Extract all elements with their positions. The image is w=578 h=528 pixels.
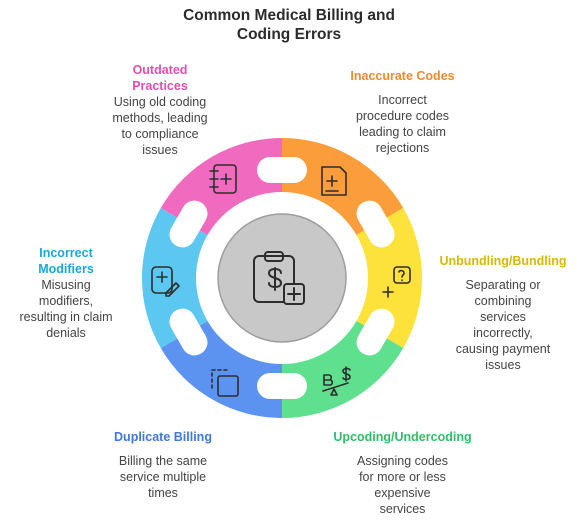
medical-document-icon bbox=[321, 166, 347, 196]
segment-notch bbox=[169, 200, 208, 248]
outdated-practices-title: Outdated Practices bbox=[132, 63, 188, 93]
unbundling-bundling-desc: Separating or combining services incorre… bbox=[455, 278, 551, 372]
currency-scale-icon bbox=[322, 366, 351, 396]
segment-notch bbox=[257, 373, 307, 399]
medical-question-icon bbox=[382, 266, 411, 298]
label-unbundling-bundling: Unbundling/Bundling Separating or combin… bbox=[430, 253, 576, 373]
upcoding-undercoding-desc: Assigning codes for more or less expensi… bbox=[356, 454, 449, 516]
duplicate-billing-title: Duplicate Billing bbox=[114, 430, 212, 444]
upcoding-undercoding-title: Upcoding/Undercoding bbox=[333, 430, 472, 444]
unbundling-bundling-title: Unbundling/Bundling bbox=[439, 254, 567, 268]
label-incorrect-modifiers: Incorrect Modifiers Misusing modifiers, … bbox=[2, 245, 130, 341]
segment-notch bbox=[356, 200, 395, 248]
medical-notebook-icon bbox=[209, 164, 237, 194]
label-outdated-practices: Outdated Practices Using old coding meth… bbox=[100, 62, 220, 158]
segment-notch bbox=[356, 308, 395, 356]
inaccurate-codes-desc: Incorrect procedure codes leading to cla… bbox=[355, 93, 450, 155]
clipboard-dollar-medical-icon bbox=[253, 251, 305, 305]
incorrect-modifiers-title: Incorrect Modifiers bbox=[38, 246, 94, 276]
label-duplicate-billing: Duplicate Billing Billing the same servi… bbox=[95, 429, 231, 501]
outdated-practices-desc: Using old coding methods, leading to com… bbox=[112, 95, 208, 157]
incorrect-modifiers-desc: Misusing modifiers, resulting in claim d… bbox=[19, 278, 113, 340]
diagram-title: Common Medical Billing and Coding Errors bbox=[0, 6, 578, 44]
segment-notch bbox=[169, 308, 208, 356]
duplicate-billing-desc: Billing the same service multiple times bbox=[118, 454, 208, 500]
title-line-2: Coding Errors bbox=[236, 26, 342, 43]
label-inaccurate-codes: Inaccurate Codes Incorrect procedure cod… bbox=[330, 68, 475, 156]
title-line-1: Common Medical Billing and bbox=[183, 7, 395, 24]
label-upcoding-undercoding: Upcoding/Undercoding Assigning codes for… bbox=[330, 429, 475, 517]
edit-medical-icon bbox=[151, 266, 180, 297]
inaccurate-codes-title: Inaccurate Codes bbox=[350, 69, 455, 83]
segment-notch bbox=[257, 157, 307, 183]
hub-circle bbox=[217, 213, 347, 343]
duplicate-square-icon bbox=[211, 369, 239, 397]
